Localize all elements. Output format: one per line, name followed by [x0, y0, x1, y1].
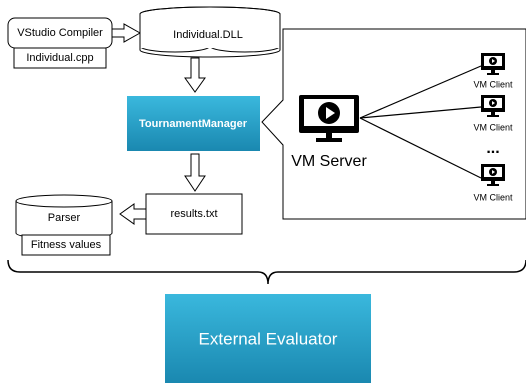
tournament-manager-node: TournamentManager	[127, 96, 260, 151]
evaluator-label: External Evaluator	[199, 329, 338, 348]
grouping-brace	[7, 259, 526, 285]
fitness-values-node: Fitness values	[21, 234, 111, 256]
external-evaluator-node: External Evaluator	[165, 294, 371, 383]
arrow-dll-to-manager	[184, 57, 206, 93]
compiler-node: VStudio Compiler Individual.cpp	[7, 17, 113, 69]
link-server-client-2	[359, 106, 482, 119]
dll-node: Individual.DLL	[139, 6, 281, 58]
compiler-title: VStudio Compiler	[17, 27, 103, 39]
link-server-client-3	[359, 117, 482, 179]
arrow-compiler-to-dll	[111, 23, 142, 43]
parser-label: Parser	[48, 212, 81, 224]
compiler-source: Individual.cpp	[26, 52, 93, 64]
more-clients-ellipsis: ...	[486, 140, 499, 157]
vm-client-label-2: VM Client	[473, 122, 513, 132]
arrow-manager-to-results	[184, 153, 206, 192]
vm-client-icon-2	[481, 95, 505, 117]
vm-client-icon-1	[481, 53, 505, 75]
arrow-results-to-parser	[119, 203, 147, 225]
parser-node: Parser	[15, 194, 113, 240]
results-node: results.txt	[145, 193, 243, 235]
vm-client-label-3: VM Client	[473, 192, 513, 202]
vm-server-icon	[299, 95, 359, 142]
dll-label: Individual.DLL	[173, 29, 243, 41]
vm-client-icon-3	[481, 164, 505, 186]
vm-server-label: VM Server	[291, 153, 367, 170]
manager-label: TournamentManager	[139, 118, 248, 130]
link-server-client-1	[359, 65, 482, 119]
vm-callout-panel	[261, 28, 526, 220]
fitness-values-label: Fitness values	[31, 239, 102, 251]
results-label: results.txt	[170, 208, 217, 220]
vm-client-label-1: VM Client	[473, 79, 513, 89]
